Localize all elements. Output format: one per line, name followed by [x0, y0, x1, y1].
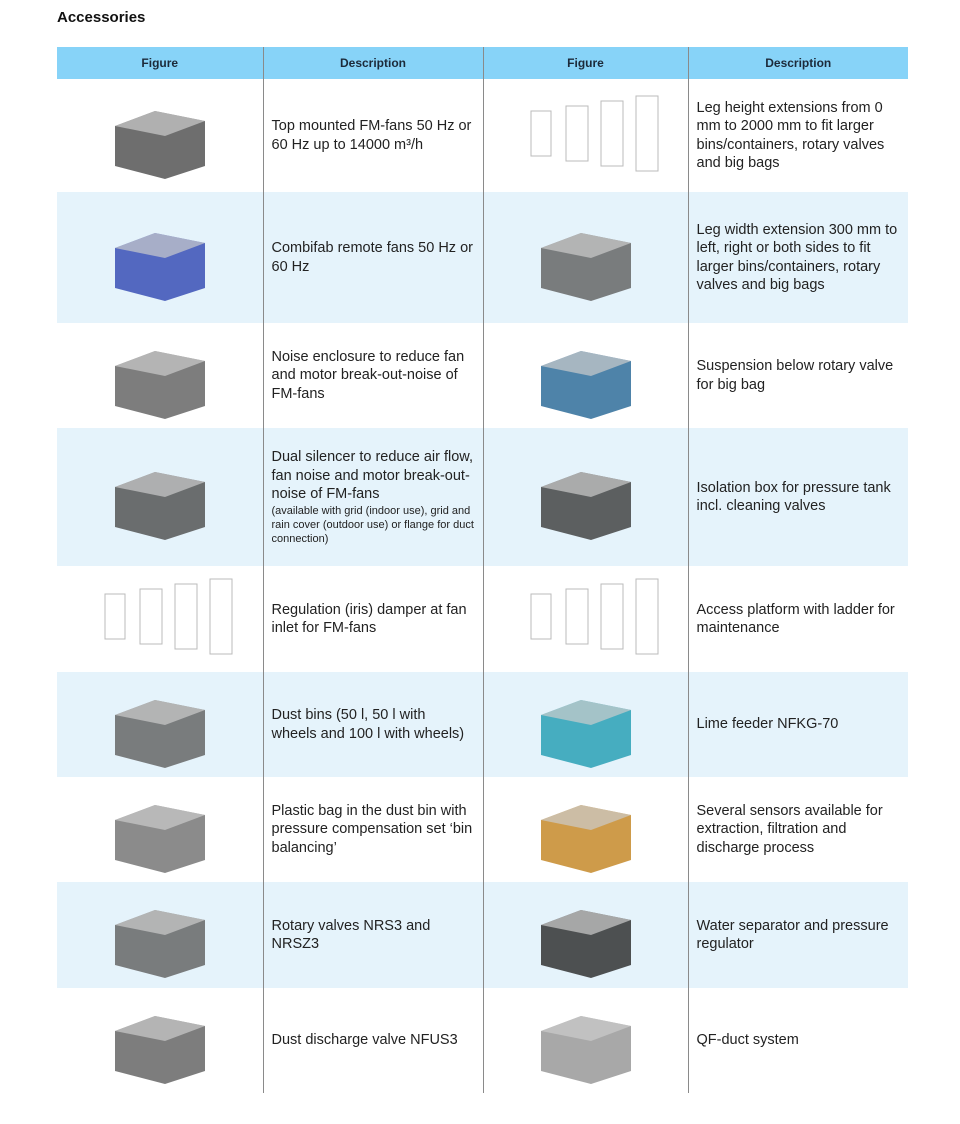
description-text: Noise enclosure to reduce fan and motor …: [271, 348, 465, 402]
description-cell: Dual silencer to reduce air flow, fan no…: [262, 428, 483, 566]
description-cell: Combifab remote fans 50 Hz or 60 Hz: [262, 192, 483, 323]
description-text: Water separator and pressure regulator: [696, 917, 889, 953]
dust-bins-image: [57, 672, 263, 777]
table-header: Figure Description Figure Description: [57, 47, 908, 79]
suspension-image: [482, 323, 688, 428]
description-note: (available with grid (indoor use), grid …: [271, 504, 474, 545]
table-row: Rotary valves NRS3 and NRSZ3 Water separa…: [57, 882, 908, 988]
table-row: Plastic bag in the dust bin with pressur…: [57, 777, 908, 882]
dual-silencer-image: [57, 428, 263, 566]
table-row: Top mounted FM-fans 50 Hz or 60 Hz up to…: [57, 79, 908, 192]
leg-extension-image: [482, 79, 688, 192]
description-text: Top mounted FM-fans 50 Hz or 60 Hz up to…: [271, 118, 472, 153]
rotary-valve-image: [57, 882, 263, 988]
description-text: Dust bins (50 l, 50 l with wheels and 10…: [271, 707, 465, 742]
description-cell: Plastic bag in the dust bin with pressur…: [262, 777, 483, 882]
description-cell: Suspension below rotary valve for big ba…: [687, 323, 908, 428]
description-text: QF-duct system: [696, 1032, 799, 1049]
noise-enclosure-image: [57, 323, 263, 428]
description-cell: Several sensors available for extraction…: [687, 777, 908, 882]
isolation-box-image: [482, 428, 688, 566]
access-platform-image: [482, 566, 688, 672]
description-cell: Leg width extension 300 mm to left, righ…: [687, 192, 908, 323]
description-text: Combifab remote fans 50 Hz or 60 Hz: [271, 240, 473, 275]
header-figure: Figure: [482, 47, 688, 79]
description-cell: Isolation box for pressure tank incl. cl…: [687, 428, 908, 566]
table-row: Regulation (iris) damper at fan inlet fo…: [57, 566, 908, 672]
table-row: Dust bins (50 l, 50 l with wheels and 10…: [57, 672, 908, 777]
page-title: Accessories: [57, 9, 146, 26]
description-cell: Dust discharge valve NFUS3: [262, 988, 483, 1093]
description-text: Dust discharge valve NFUS3: [271, 1032, 458, 1049]
description-text: Regulation (iris) damper at fan inlet fo…: [271, 601, 467, 637]
description-text: Plastic bag in the dust bin with pressur…: [271, 802, 473, 856]
table-row: Noise enclosure to reduce fan and motor …: [57, 323, 908, 428]
lime-feeder-image: [482, 672, 688, 777]
description-text: Leg height extensions from 0 mm to 2000 …: [696, 99, 885, 172]
description-cell: Top mounted FM-fans 50 Hz or 60 Hz up to…: [262, 79, 483, 192]
table-row: Combifab remote fans 50 Hz or 60 Hz Leg w…: [57, 192, 908, 323]
remote-fan-image: [57, 192, 263, 323]
accessories-table: Figure Description Figure Description To…: [57, 47, 908, 1093]
description-text: Dual silencer to reduce air flow, fan no…: [271, 449, 474, 503]
description-cell: Dust bins (50 l, 50 l with wheels and 10…: [262, 672, 483, 777]
fm-fan-image: [57, 79, 263, 192]
description-text: Several sensors available for extraction…: [696, 802, 883, 856]
plastic-bag-image: [57, 777, 263, 882]
qf-duct-image: [482, 988, 688, 1093]
description-cell: Water separator and pressure regulator: [687, 882, 908, 988]
water-separator-image: [482, 882, 688, 988]
description-cell: Rotary valves NRS3 and NRSZ3: [262, 882, 483, 988]
header-description: Description: [687, 47, 908, 79]
leg-width-image: [482, 192, 688, 323]
discharge-valve-image: [57, 988, 263, 1093]
description-cell: QF-duct system: [687, 988, 908, 1093]
table-row: Dust discharge valve NFUS3 QF-duct system: [57, 988, 908, 1093]
description-cell: Regulation (iris) damper at fan inlet fo…: [262, 566, 483, 672]
header-figure: Figure: [57, 47, 263, 79]
header-description: Description: [262, 47, 483, 79]
description-text: Rotary valves NRS3 and NRSZ3: [271, 917, 431, 953]
description-text: Access platform with ladder for maintena…: [696, 601, 895, 637]
table-row: Dual silencer to reduce air flow, fan no…: [57, 428, 908, 566]
sensors-image: [482, 777, 688, 882]
description-text: Suspension below rotary valve for big ba…: [696, 358, 894, 393]
description-cell: Leg height extensions from 0 mm to 2000 …: [687, 79, 908, 192]
description-text: Lime feeder NFKG-70: [696, 716, 839, 733]
description-cell: Lime feeder NFKG-70: [687, 672, 908, 777]
iris-damper-image: [57, 566, 263, 672]
description-cell: Access platform with ladder for maintena…: [687, 566, 908, 672]
description-text: Isolation box for pressure tank incl. cl…: [696, 479, 891, 515]
description-text: Leg width extension 300 mm to left, righ…: [696, 221, 898, 294]
description-cell: Noise enclosure to reduce fan and motor …: [262, 323, 483, 428]
